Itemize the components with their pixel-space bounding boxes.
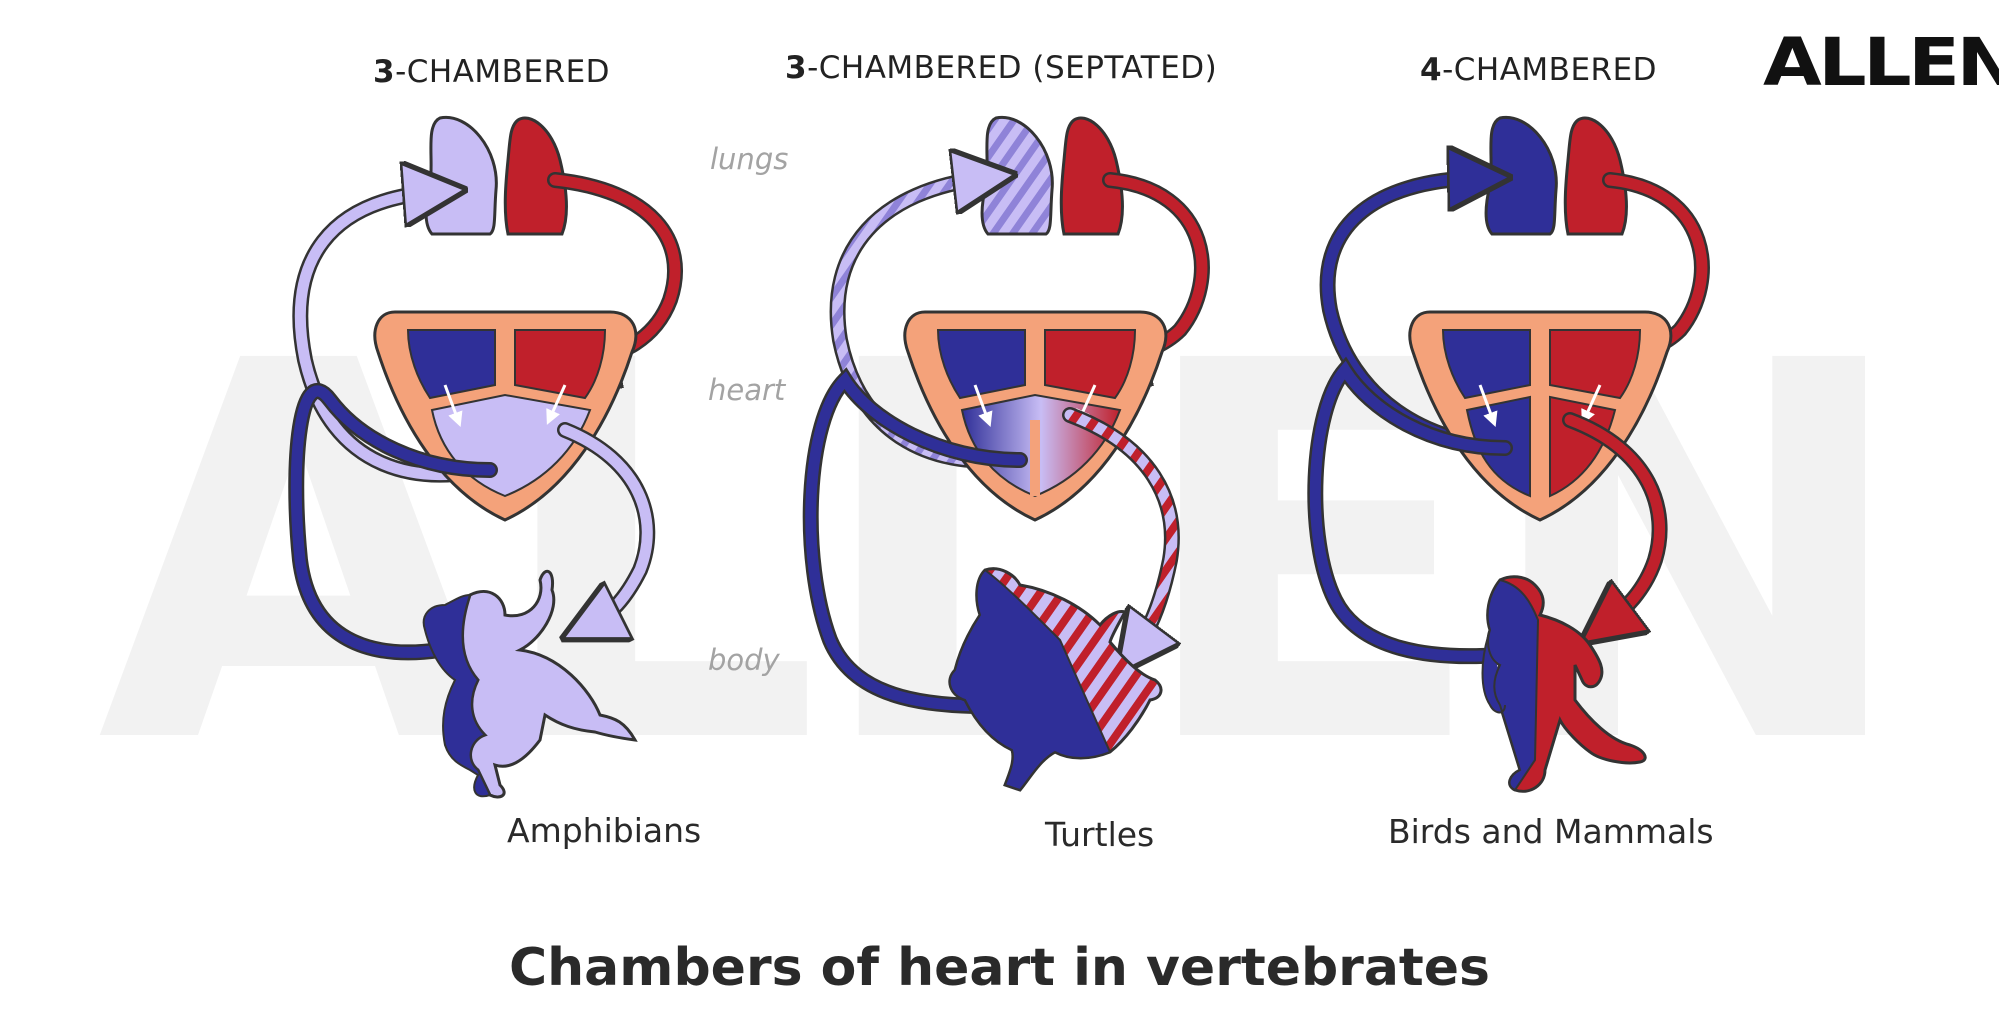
lung-left bbox=[424, 115, 498, 236]
atrium-left bbox=[406, 329, 496, 400]
turtle-circuit bbox=[802, 115, 1210, 792]
animal-label-amphibians: Amphibians bbox=[507, 811, 702, 850]
atrium-right bbox=[514, 329, 607, 400]
atrium-right bbox=[1044, 329, 1137, 400]
atrium-left bbox=[1441, 329, 1531, 400]
animal-label-turtles: Turtles bbox=[1045, 815, 1155, 854]
column-title-mammals: 4-CHAMBERED bbox=[1420, 52, 1658, 88]
brand-logo: ALLEN bbox=[1763, 24, 1999, 101]
column-title-amphibians: 3-CHAMBERED bbox=[373, 54, 611, 90]
animal-label-mammals: Birds and Mammals bbox=[1388, 812, 1714, 851]
region-label-lungs: lungs bbox=[710, 142, 789, 176]
mammal-circuit bbox=[1307, 115, 1710, 793]
lung-right bbox=[1059, 116, 1124, 236]
region-label-body: body bbox=[708, 643, 780, 677]
region-label-heart: heart bbox=[708, 373, 786, 407]
lung-right bbox=[503, 116, 568, 236]
lung-left bbox=[1484, 115, 1558, 236]
atrium-right bbox=[1549, 329, 1642, 400]
page-title: Chambers of heart in vertebrates bbox=[509, 938, 1490, 998]
amphibian-circuit bbox=[288, 115, 683, 799]
column-title-turtles: 3-CHAMBERED (SEPTATED) bbox=[785, 50, 1218, 86]
atrium-left bbox=[936, 329, 1026, 400]
lung-right bbox=[1563, 116, 1628, 236]
